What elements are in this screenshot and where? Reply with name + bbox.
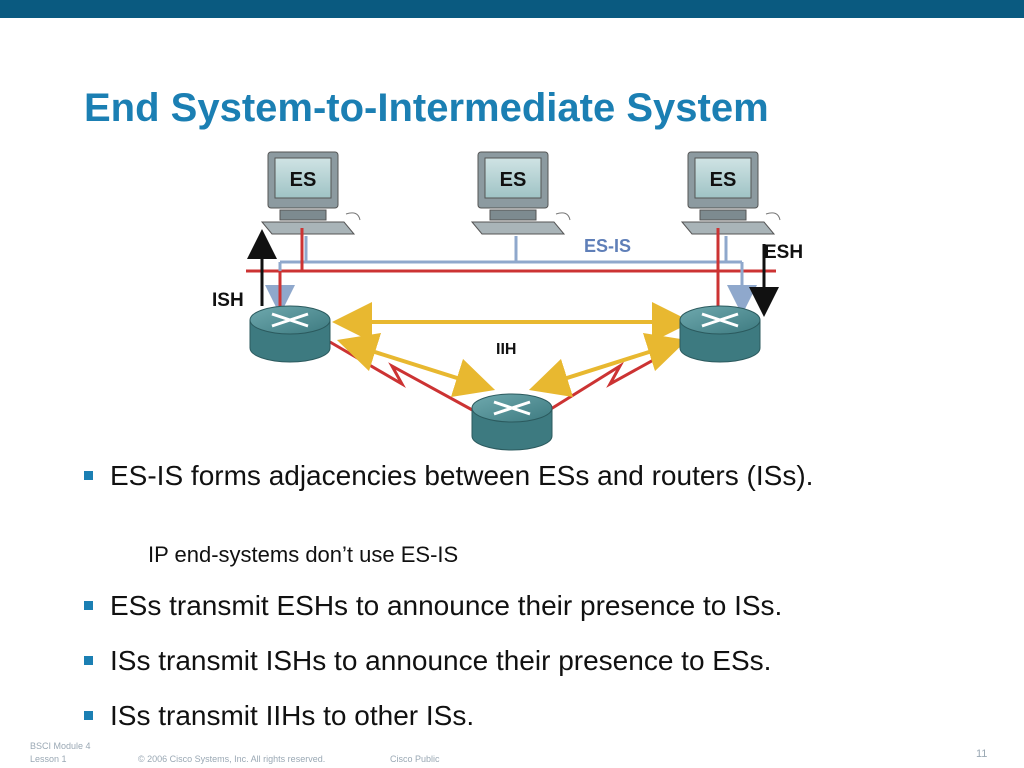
router-icon-right: [679, 305, 761, 363]
bullet-text-4: ISs transmit IIHs to other ISs.: [110, 700, 475, 731]
bullet-item-4: ISs transmit IIHs to other ISs.: [84, 700, 474, 732]
bullet-text-2: ESs transmit ESHs to announce their pres…: [110, 590, 783, 621]
footer-classification: Cisco Public: [390, 754, 440, 764]
esh-label: ESH: [764, 242, 803, 263]
workstation-es-1: ES: [260, 151, 361, 235]
iih-label: IIH: [496, 341, 516, 358]
es-is-label: ES-IS: [584, 236, 631, 256]
bullet-text-1: ES-IS forms adjacencies between ESs and …: [110, 460, 814, 491]
bullet-item-2: ESs transmit ESHs to announce their pres…: [84, 590, 782, 622]
bullet-text-3: ISs transmit ISHs to announce their pres…: [110, 645, 772, 676]
sub-bullet-item: IP end-systems don’t use ES-IS: [148, 542, 459, 567]
workstation-es-2: ES: [470, 151, 571, 235]
es-label-3: ES: [710, 169, 737, 191]
bullet-marker: [84, 711, 93, 720]
footer-lesson: Lesson 1: [30, 754, 67, 764]
footer-copyright: © 2006 Cisco Systems, Inc. All rights re…: [138, 754, 326, 764]
es-is-diagram: ES ES ES ES-IS ISH: [212, 151, 803, 451]
workstation-es-3: ES: [680, 151, 781, 235]
footer-module: BSCI Module 4: [30, 741, 91, 751]
iih-arrow-right: [528, 332, 688, 398]
ish-label: ISH: [212, 290, 244, 311]
iih-arrow-left: [336, 332, 496, 398]
bullet-item-1: ES-IS forms adjacencies between ESs and …: [84, 460, 930, 492]
router-icon-bottom: [471, 393, 553, 451]
router-icon-left: [249, 305, 331, 363]
bullet-item-3: ISs transmit ISHs to announce their pres…: [84, 645, 771, 677]
page-number: 11: [976, 748, 988, 760]
bullet-marker: [84, 601, 93, 610]
es-label-2: ES: [500, 169, 527, 191]
es-label-1: ES: [290, 169, 317, 191]
slide-title: End System-to-Intermediate System: [84, 86, 769, 130]
top-bar: [0, 0, 1024, 18]
bullet-marker: [84, 656, 93, 665]
bullet-marker: [84, 471, 93, 480]
